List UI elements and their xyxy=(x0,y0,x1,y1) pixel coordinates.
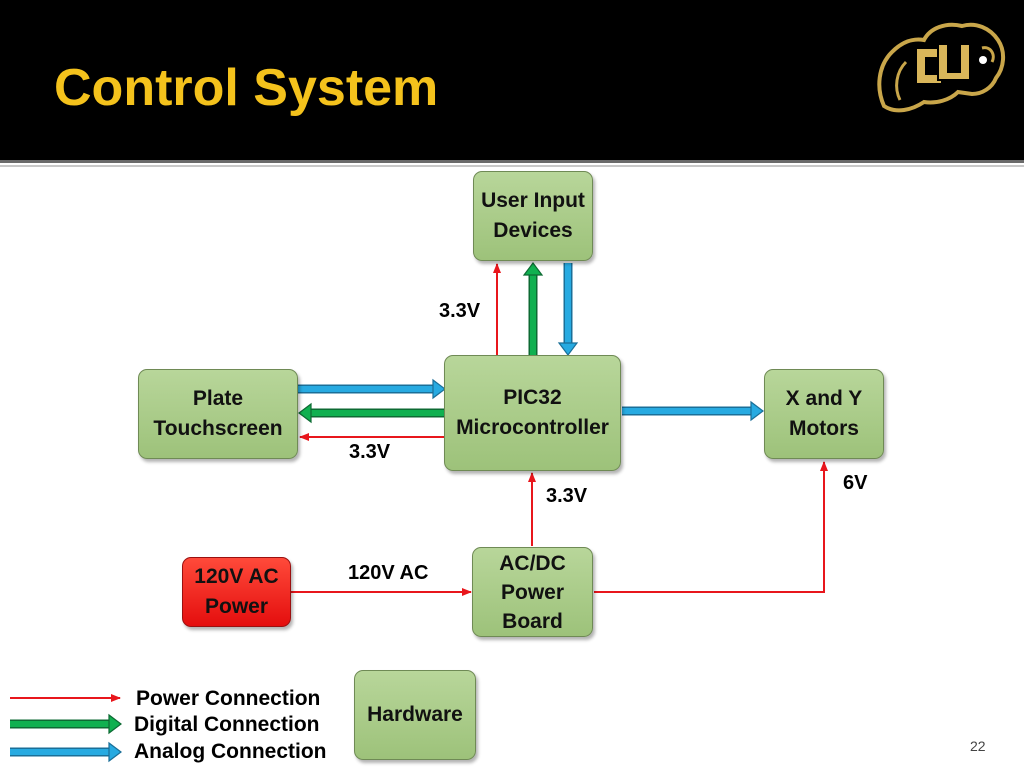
legend-digital-label: Digital Connection xyxy=(134,713,320,736)
analog-arrow-to-motors xyxy=(622,400,764,422)
pic32-voltage-label: 3.3V xyxy=(546,485,588,507)
legend-analog-arrow xyxy=(10,741,122,763)
ac-input-label: 120V AC xyxy=(348,562,429,584)
digital-arrow-to-touchscreen xyxy=(298,402,444,424)
user-input-devices-block: User Input Devices xyxy=(473,171,593,261)
pic32-microcontroller-block: PIC32 Microcontroller xyxy=(444,355,621,471)
xy-motors-block: X and Y Motors xyxy=(764,369,884,459)
legend-digital-arrow xyxy=(10,713,122,735)
ac-dc-power-board-block: AC/DC Power Board xyxy=(472,547,593,637)
legend-analog-label: Analog Connection xyxy=(134,740,327,763)
hardware-legend-block: Hardware xyxy=(354,670,476,760)
cu-buffalo-logo xyxy=(872,18,1012,123)
slide-title: Control System xyxy=(54,59,439,117)
power-line-to-motors xyxy=(594,461,828,593)
digital-arrow-to-user-input xyxy=(522,262,544,355)
legend-power-label: Power Connection xyxy=(136,687,321,710)
motors-voltage-label: 6V xyxy=(843,472,868,494)
analog-arrow-from-touchscreen xyxy=(298,378,446,400)
touchscreen-voltage-label: 3.3V xyxy=(349,441,391,463)
header-divider-light xyxy=(0,165,1024,167)
slide-header xyxy=(0,0,1024,160)
analog-arrow-from-user-input xyxy=(557,263,579,356)
page-number: 22 xyxy=(970,738,986,754)
header-divider xyxy=(0,160,1024,163)
user-input-voltage-label: 3.3V xyxy=(439,300,481,322)
plate-touchscreen-block: Plate Touchscreen xyxy=(138,369,298,459)
ac-power-block: 120V AC Power xyxy=(182,557,291,627)
